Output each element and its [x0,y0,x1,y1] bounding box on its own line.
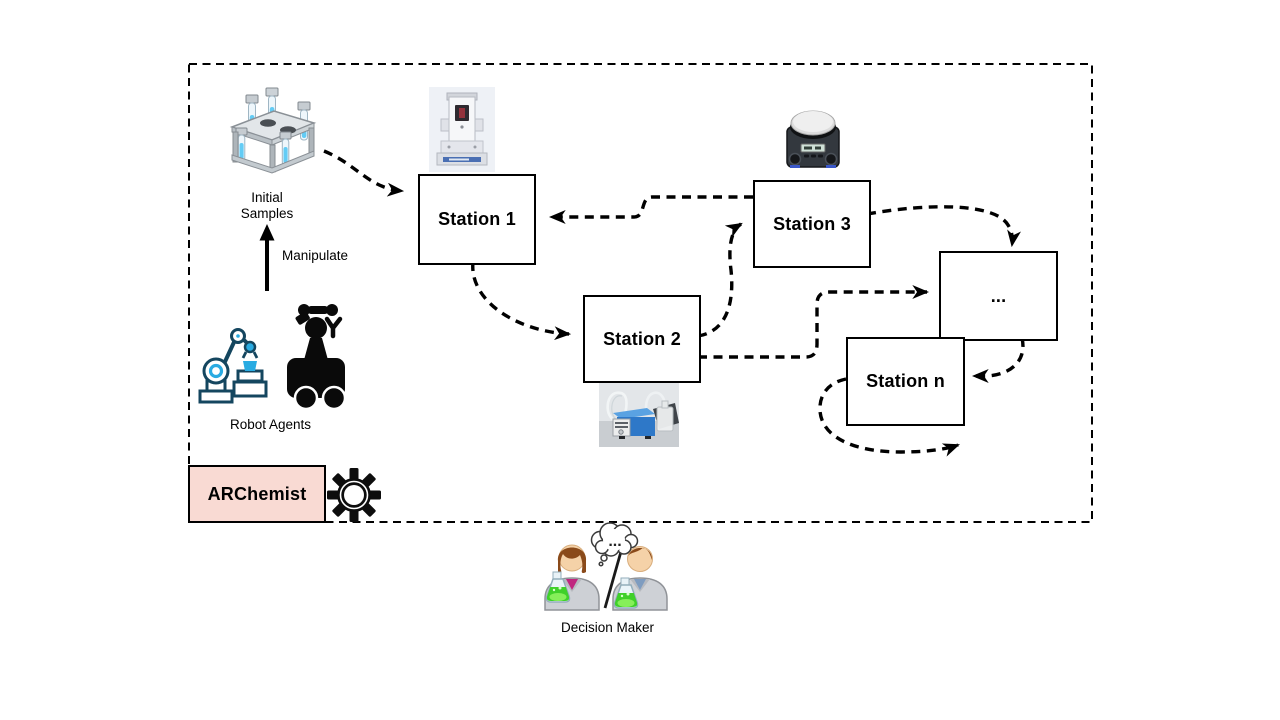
arrow-ellipsis-to-stationn [971,337,1025,383]
peristaltic-pump-image [599,381,679,447]
initial-samples-label: Initial Samples [240,190,294,221]
arrow-station1-to-station2 [471,261,572,341]
archemist-box: ARChemist [188,465,326,523]
arrow-samples-to-station1 [323,149,405,197]
hotplate-stirrer-image [782,105,844,169]
station-3-box: Station 3 [753,180,871,268]
system-boundary-border [188,63,1093,523]
robot-arm-icon [194,325,269,413]
dispenser-instrument-image [429,87,495,172]
test-tube-rack-image [222,85,322,175]
thought-bubble-dots: ... [608,533,621,550]
manipulate-arrow [259,224,275,291]
mobile-robot-icon [278,298,346,410]
thought-bubble: ... [590,522,639,567]
station-n-box: Station n [846,337,965,426]
decision-maker-label: Decision Maker [560,620,655,635]
arrow-station3-to-station1 [548,195,753,224]
arrow-station2-to-ellipsis [698,285,930,359]
robot-agents-label: Robot Agents [229,417,312,432]
scientists-image: ... [540,520,675,616]
manipulate-label: Manipulate [282,248,349,263]
arrow-stationn-onward [818,377,960,457]
gear-icon [327,468,381,522]
station-1-box: Station 1 [418,174,536,265]
station-2-box: Station 2 [583,295,701,383]
arrow-station3-to-ellipsis [866,205,1022,248]
ellipsis-station-box: ... [939,251,1058,341]
arrow-station2-to-station3 [697,222,743,338]
